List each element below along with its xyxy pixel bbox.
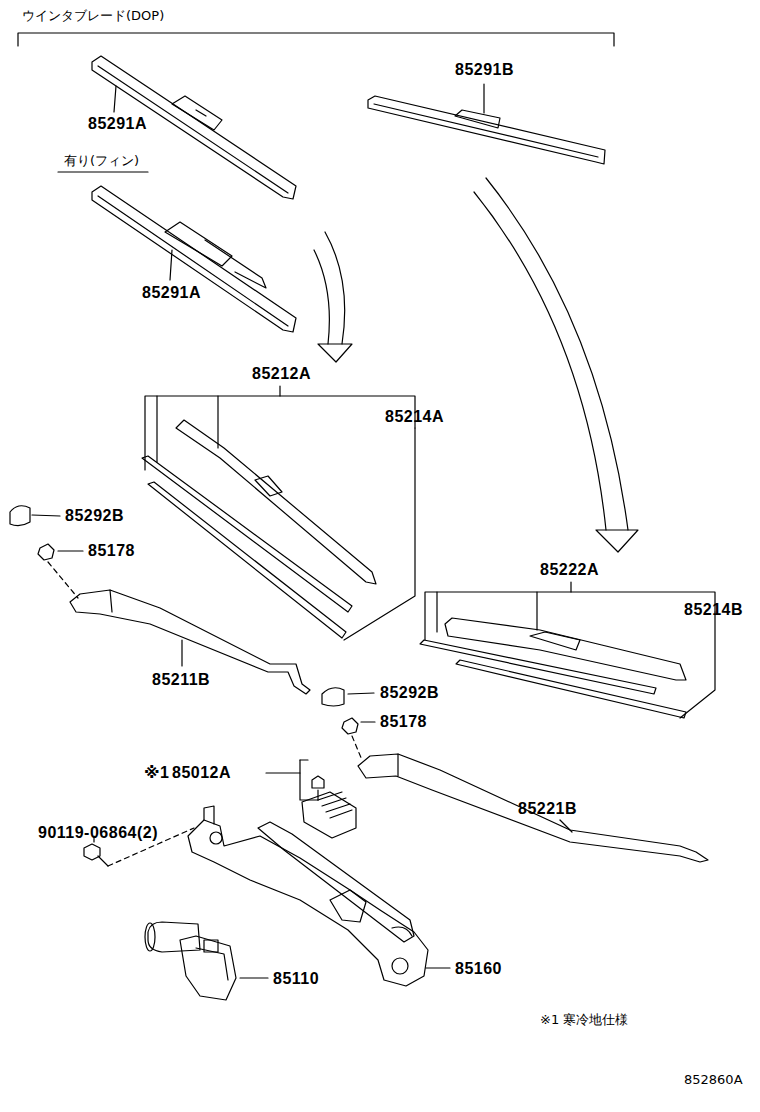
wiper-arm [70,590,310,694]
arm-nut [342,718,375,760]
group-bracket [18,33,614,46]
heater-bracket [266,760,356,838]
part-number: 90119-06864(2) [38,825,158,841]
assembly-bracket [145,386,415,640]
part-number: 85211B [152,672,210,688]
part-number: 85178 [380,714,427,730]
assembly-bracket [425,582,715,718]
part-number: 85110 [273,971,319,987]
part-number: 85160 [455,961,502,977]
group-heading: ウインタブレード(DOP) [22,9,164,22]
wiper-arm [358,754,708,862]
variant-note: 有り(フィン) [64,154,139,167]
arm-cap [10,506,60,526]
drawing-number: 852860A [684,1073,743,1086]
winter-blade [368,84,605,164]
part-number: 85291A [88,116,147,132]
part-number: 85212A [252,366,311,382]
wiper-link [188,806,450,986]
footnote: ※1 寒冷地仕様 [540,1013,628,1026]
part-number: 85222A [540,562,599,578]
fit-arrow [314,178,638,552]
part-number: 85291B [455,62,514,78]
part-number: 85292B [65,508,124,524]
wiper-motor [145,922,268,1000]
part-number: 85221B [518,801,577,817]
wiper-blade [420,618,686,718]
winter-blade-fin [92,186,296,332]
note-underline [58,171,148,172]
part-number: 85214A [385,409,444,425]
arm-cap [322,688,374,706]
part-number: 85292B [380,685,439,701]
part-number: 85291A [142,285,201,301]
part-number: 85178 [88,543,135,559]
footnote-mark: ※1 [144,765,169,781]
wiper-blade [142,420,376,638]
part-number: 85012A [172,765,231,781]
part-number: 85214B [684,602,743,618]
arm-nut [38,544,83,598]
